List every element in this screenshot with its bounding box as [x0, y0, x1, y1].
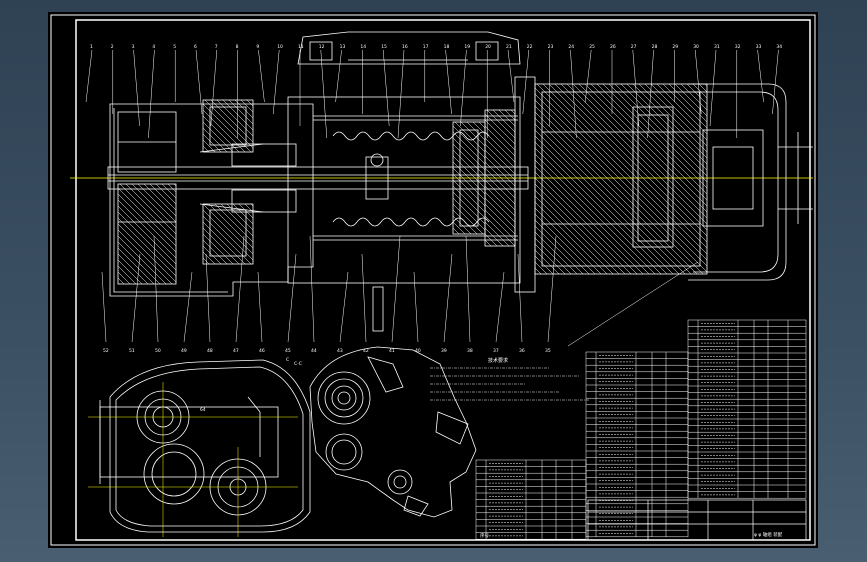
- part-label-top: 25: [589, 44, 595, 50]
- part-label-bottom: 36: [519, 348, 525, 354]
- parts-list-middle: [585, 351, 689, 538]
- part-label-top: 33: [756, 44, 762, 50]
- part-label-top: 34: [776, 44, 782, 50]
- part-label-bottom: 51: [129, 348, 135, 354]
- part-label-bottom: 39: [441, 348, 447, 354]
- part-label-top: 7: [215, 44, 218, 50]
- part-label-bottom: 40: [415, 348, 421, 354]
- part-leaders-top: [85, 49, 779, 139]
- part-label-bottom: 37: [493, 348, 499, 354]
- view-label-c: C: [286, 357, 289, 363]
- part-label-top: 15: [381, 44, 387, 50]
- title-block-right: φ φ 轴组 装配: [754, 531, 783, 538]
- view-housing-outline: [88, 359, 311, 537]
- part-label-top: 21: [506, 44, 512, 50]
- part-label-bottom: 42: [363, 348, 369, 354]
- part-label-bottom: 44: [311, 348, 317, 354]
- part-label-top: 4: [152, 44, 155, 50]
- part-leaders-bottom: [101, 235, 557, 343]
- assembly-drawing: 64 C C-C 技术要求: [50, 14, 816, 546]
- part-label-top: 11: [298, 44, 304, 50]
- part-label-bottom: 41: [389, 348, 395, 354]
- part-label-top: 31: [714, 44, 720, 50]
- part-label-top: 18: [444, 44, 450, 50]
- part-label-top: 5: [173, 44, 176, 50]
- drawing-sheet: 64 C C-C 技术要求: [48, 12, 818, 548]
- part-label-top: 24: [568, 44, 574, 50]
- part-label-top: 10: [277, 44, 283, 50]
- part-label-top: 29: [672, 44, 678, 50]
- title-block: [587, 499, 807, 541]
- part-label-top: 26: [610, 44, 616, 50]
- part-label-top: 9: [256, 44, 259, 50]
- part-label-top: 6: [194, 44, 197, 50]
- part-label-top: 16: [402, 44, 408, 50]
- part-label-bottom: 52: [103, 348, 109, 354]
- part-label-top: 12: [319, 44, 325, 50]
- part-label-top: 19: [464, 44, 470, 50]
- part-label-top: 3: [132, 44, 135, 50]
- view-label-cc: C-C: [294, 361, 302, 367]
- sheet-border: [50, 14, 816, 546]
- technical-notes: 技术要求: [430, 357, 590, 401]
- part-label-top: 8: [236, 44, 239, 50]
- parts-list-left: [475, 459, 587, 540]
- part-label-top: 28: [652, 44, 658, 50]
- parts-list-right: [687, 319, 807, 499]
- title-block-label: 序号: [480, 532, 489, 539]
- part-label-top: 20: [485, 44, 491, 50]
- part-label-bottom: 45: [285, 348, 291, 354]
- part-label-top: 23: [548, 44, 554, 50]
- part-label-bottom: 48: [207, 348, 213, 354]
- part-label-bottom: 46: [259, 348, 265, 354]
- part-label-top: 27: [631, 44, 637, 50]
- section-hatching: [117, 83, 708, 285]
- part-label-top: 2: [111, 44, 114, 50]
- part-label-bottom: 49: [181, 348, 187, 354]
- part-label-top: 22: [527, 44, 533, 50]
- part-label-top: 14: [360, 44, 366, 50]
- view-cam-section: [309, 346, 477, 518]
- dimension-label: 64: [200, 407, 206, 413]
- part-label-top: 1: [90, 44, 93, 50]
- part-label-bottom: 35: [545, 348, 551, 354]
- part-label-top: 17: [423, 44, 429, 50]
- part-label-top: 32: [735, 44, 741, 50]
- main-section-view: [70, 31, 813, 332]
- part-label-top: 13: [340, 44, 346, 50]
- notes-title: 技术要求: [488, 357, 508, 364]
- leader-diagonal: [567, 261, 699, 347]
- part-label-bottom: 47: [233, 348, 239, 354]
- part-label-bottom: 43: [337, 348, 343, 354]
- part-label-top: 30: [693, 44, 699, 50]
- part-label-bottom: 50: [155, 348, 161, 354]
- part-label-bottom: 38: [467, 348, 473, 354]
